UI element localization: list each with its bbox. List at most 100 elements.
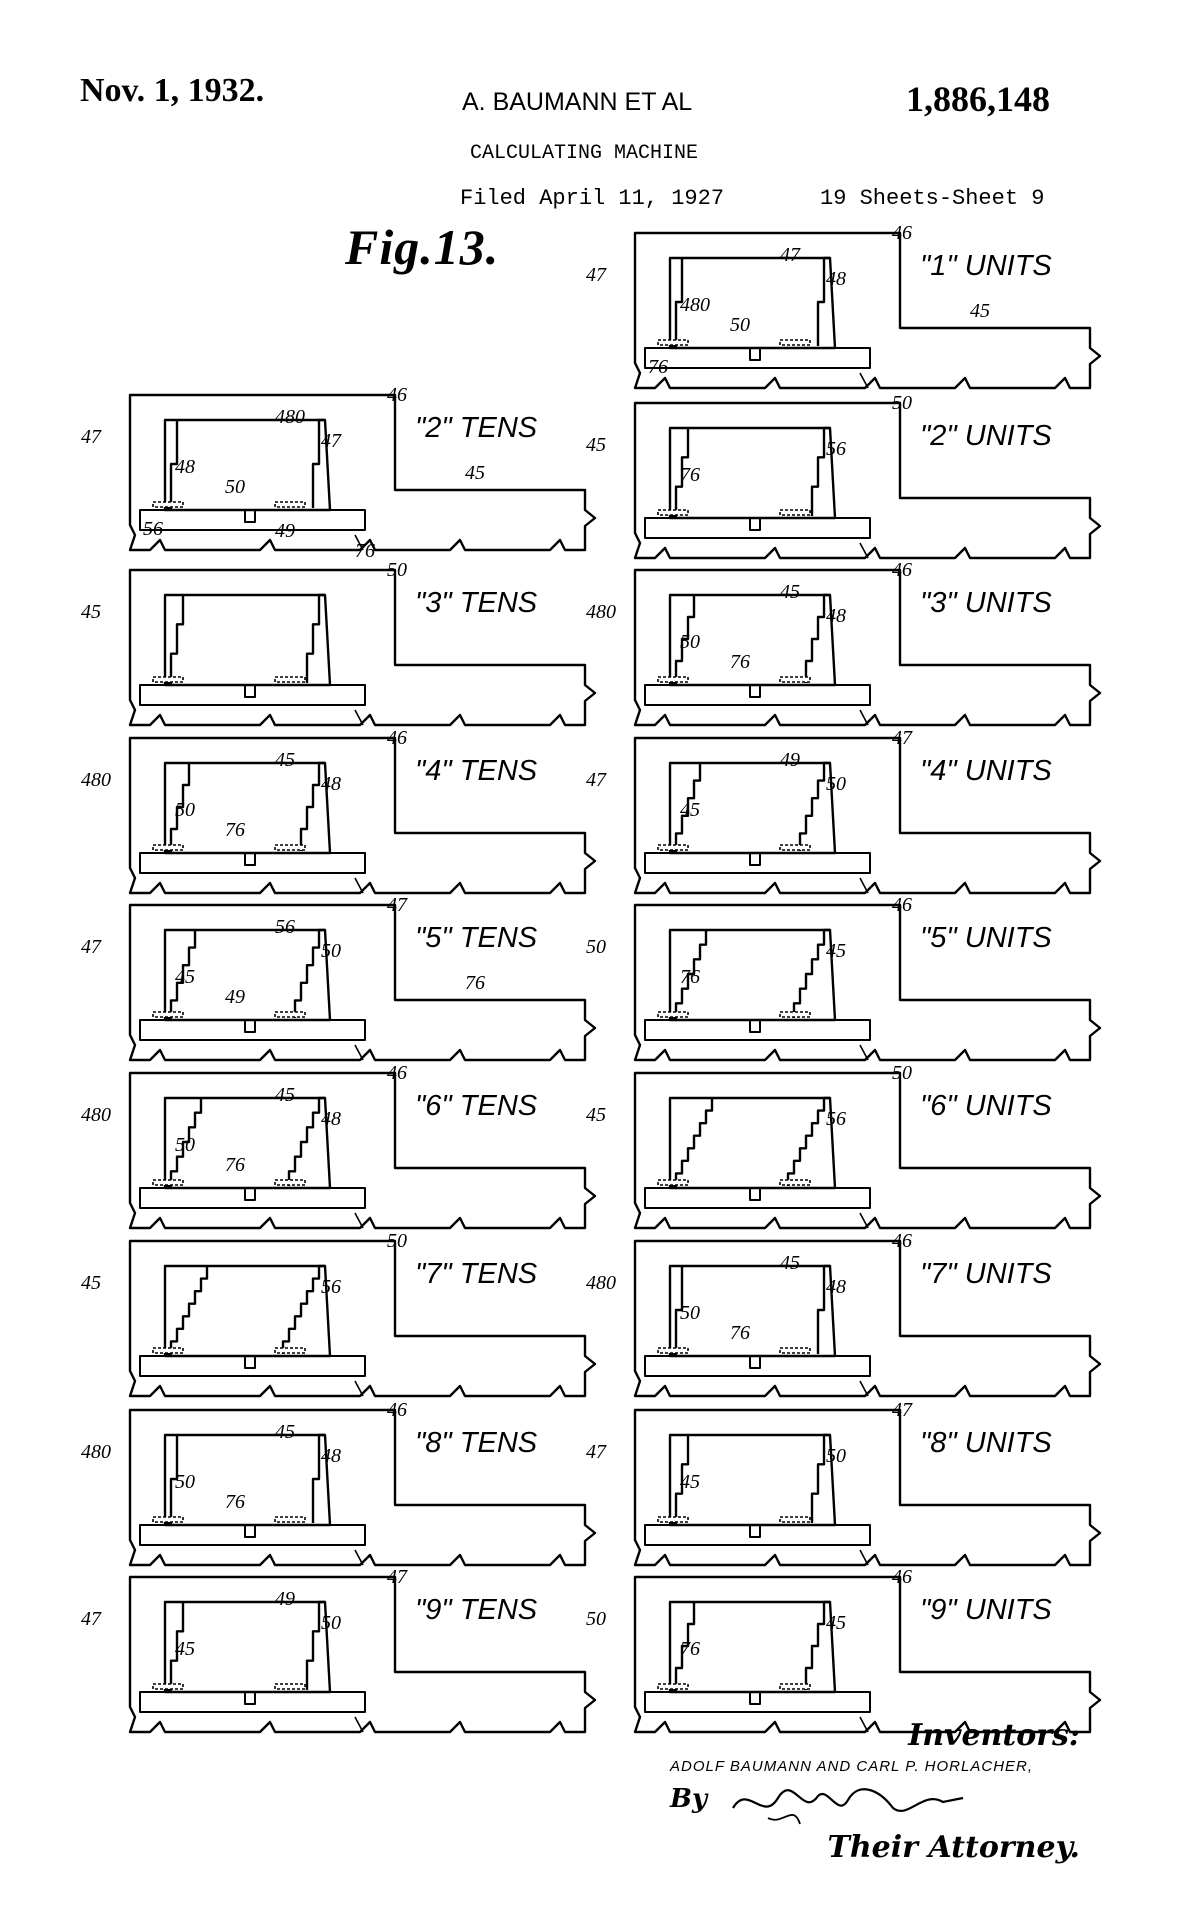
inventor-names: ADOLF BAUMANN AND CARL P. HORLACHER,	[670, 1758, 1034, 1775]
units-plate-drawing	[633, 736, 1102, 895]
signature-block: Inventors: ADOLF BAUMANN AND CARL P. HOR…	[670, 1718, 1090, 1888]
units-plate-drawing	[633, 1239, 1102, 1398]
reference-numeral: 76	[730, 1322, 750, 1344]
reference-numeral: 480	[586, 601, 616, 623]
reference-numeral: 50	[680, 1302, 700, 1324]
tens-plate-drawing	[128, 568, 597, 727]
reference-numeral: 45	[826, 940, 846, 962]
reference-numeral: 45	[81, 1272, 101, 1294]
reference-numeral: 480	[81, 1441, 111, 1463]
reference-numeral: 45	[586, 1104, 606, 1126]
units-plate-drawing	[633, 1071, 1102, 1230]
tens-plate-drawing	[128, 1408, 597, 1567]
units-label: "2" UNITS	[920, 420, 1052, 452]
units-plate-drawing	[633, 1575, 1102, 1734]
reference-numeral: 46	[892, 222, 912, 244]
reference-numeral: 480	[680, 294, 710, 316]
reference-numeral: 45	[275, 749, 295, 771]
reference-numeral: 45	[175, 966, 195, 988]
reference-numeral: 45	[465, 462, 485, 484]
by-label: By	[670, 1784, 708, 1814]
reference-numeral: 47	[586, 1441, 606, 1463]
reference-numeral: 76	[680, 1638, 700, 1660]
reference-numeral: 49	[780, 749, 800, 771]
reference-numeral: 76	[225, 819, 245, 841]
reference-numeral: 48	[321, 773, 341, 795]
patent-inventors: A. BAUMANN ET AL	[462, 88, 693, 116]
reference-numeral: 47	[892, 727, 912, 749]
reference-numeral: 47	[387, 894, 407, 916]
reference-numeral: 50	[321, 940, 341, 962]
filed-date: Filed April 11, 1927	[460, 186, 725, 211]
tens-label: "7" TENS	[415, 1258, 538, 1290]
units-plate-drawing	[633, 1408, 1102, 1567]
reference-numeral: 46	[892, 894, 912, 916]
reference-numeral: 45	[780, 1252, 800, 1274]
reference-numeral: 45	[970, 300, 990, 322]
reference-numeral: 45	[826, 1612, 846, 1634]
handwritten-signature	[732, 1788, 964, 1825]
units-plate-drawing	[633, 401, 1102, 560]
patent-number: 1,886,148	[906, 79, 1050, 119]
reference-numeral: 47	[81, 426, 101, 448]
reference-numeral: 76	[680, 966, 700, 988]
reference-numeral: 49	[275, 520, 295, 542]
reference-numeral: 50	[586, 1608, 606, 1630]
tens-plate-drawing	[128, 1239, 597, 1398]
units-plate-drawing	[633, 231, 1102, 390]
reference-numeral: 50	[225, 476, 245, 498]
reference-numeral: 76	[355, 540, 375, 562]
tens-label: "3" TENS	[415, 587, 538, 619]
reference-numeral: 50	[586, 936, 606, 958]
reference-numeral: 47	[81, 1608, 101, 1630]
units-plate-drawing	[633, 568, 1102, 727]
reference-numeral: 56	[826, 438, 846, 460]
tens-plate-drawing	[128, 903, 597, 1062]
reference-numeral: 480	[81, 769, 111, 791]
reference-numeral: 46	[892, 1566, 912, 1588]
reference-numeral: 45	[680, 1471, 700, 1493]
tens-label: "6" TENS	[415, 1090, 538, 1122]
tens-plate-drawing	[128, 1071, 597, 1230]
reference-numeral: 76	[730, 651, 750, 673]
tens-label: "5" TENS	[415, 922, 538, 954]
units-label: "8" UNITS	[920, 1427, 1052, 1459]
reference-numeral: 50	[321, 1612, 341, 1634]
reference-numeral: 45	[175, 1638, 195, 1660]
reference-numeral: 50	[892, 392, 912, 414]
reference-numeral: 50	[175, 1134, 195, 1156]
reference-numeral: 46	[387, 384, 407, 406]
reference-numeral: 50	[387, 559, 407, 581]
reference-numeral: 45	[780, 581, 800, 603]
reference-numeral: 47	[892, 1399, 912, 1421]
reference-numeral: 480	[275, 406, 305, 428]
reference-numeral: 50	[387, 1230, 407, 1252]
reference-numeral: 48	[826, 1276, 846, 1298]
units-label: "5" UNITS	[920, 922, 1052, 954]
reference-numeral: 50	[892, 1062, 912, 1084]
reference-numeral: 47	[586, 769, 606, 791]
reference-numeral: 76	[680, 464, 700, 486]
reference-numeral: 50	[175, 799, 195, 821]
reference-numeral: 56	[275, 916, 295, 938]
units-label: "1" UNITS	[920, 250, 1052, 282]
reference-numeral: 46	[387, 727, 407, 749]
reference-numeral: 46	[387, 1399, 407, 1421]
reference-numeral: 56	[143, 518, 163, 540]
reference-numeral: 76	[648, 356, 668, 378]
reference-numeral: 45	[275, 1421, 295, 1443]
reference-numeral: 47	[586, 264, 606, 286]
reference-numeral: 48	[321, 1445, 341, 1467]
attorney-heading: Their Attorney.	[827, 1830, 1080, 1865]
